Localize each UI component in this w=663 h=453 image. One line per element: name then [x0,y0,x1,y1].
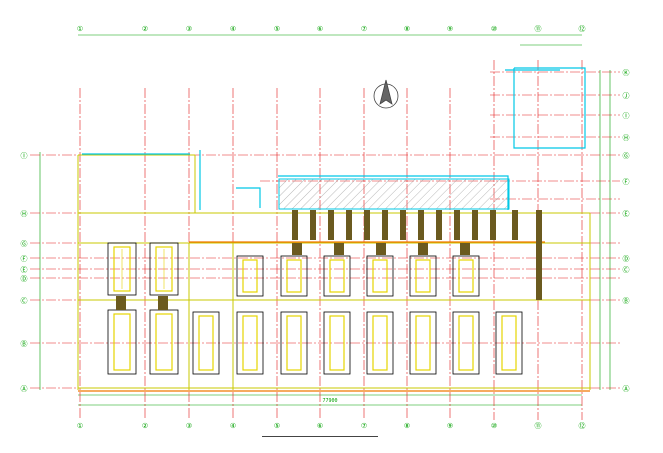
bottom-axis-bubbles: ① ② ③ ④ ⑤ ⑥ ⑦ ⑧ ⑨ ⑩ ⑪ ⑫ [77,422,586,430]
axis-label: Ⓗ [21,210,28,218]
axis-label: ⑪ [535,25,542,33]
pile-cap [280,255,308,297]
axis-label: ⑨ [447,25,453,33]
axis-label: ⑩ [491,422,497,430]
pile-cap [409,311,437,375]
pile-cap [236,311,264,375]
axis-label: Ⓒ [623,266,630,274]
pile-cap [366,311,394,375]
pile-cap [452,255,480,297]
axis-label: Ⓓ [623,255,630,263]
top-axis-bubbles: ① ② ③ ④ ⑤ ⑥ ⑦ ⑧ ⑨ ⑩ ⑪ ⑫ [77,25,586,33]
pile-cap [323,255,351,297]
axis-label: Ⓘ [21,152,28,160]
axis-label: Ⓕ [21,255,28,263]
axis-label: ② [142,25,148,33]
axis-label: Ⓗ [623,134,630,142]
axis-label: ⑤ [274,422,280,430]
axis-label: Ⓐ [623,385,630,393]
axis-label: ⑨ [447,422,453,430]
axis-label: Ⓓ [21,275,28,283]
overall-dimension: 77900 [322,398,337,404]
axis-label: Ⓑ [623,297,630,305]
axis-label: ⑦ [361,422,367,430]
pipe-lines [82,67,586,210]
axis-label: ① [77,25,83,33]
pile-cap [280,311,308,375]
right-axis-bubbles: Ⓚ Ⓙ Ⓘ Ⓗ Ⓖ Ⓕ Ⓔ Ⓓ Ⓒ Ⓑ Ⓐ [623,69,630,393]
pile-cap [192,311,220,375]
axis-label: Ⓖ [623,152,630,160]
axis-label: ⑧ [404,25,410,33]
dimension-lines [39,34,611,406]
axis-label: ⑤ [274,25,280,33]
axis-label: Ⓔ [21,266,28,274]
pile-caps-upper [107,242,480,297]
pile-cap [149,242,179,296]
pile-cap [323,311,351,375]
drawing-subtitle [262,436,378,438]
pile-cap [452,311,480,375]
left-axis-bubbles: Ⓘ Ⓗ Ⓖ Ⓕ Ⓔ Ⓓ Ⓒ Ⓑ Ⓐ [21,152,28,393]
axis-label: Ⓙ [623,92,630,100]
axis-label: ⑫ [579,422,586,430]
axis-label: ① [77,422,83,430]
axis-label: Ⓑ [21,340,28,348]
columns [116,210,542,310]
axis-label: ③ [186,25,192,33]
hatched-slab-area [278,178,510,210]
axis-label: ⑧ [404,422,410,430]
axis-label: Ⓒ [21,297,28,305]
pile-cap [495,311,523,375]
pile-cap [366,255,394,297]
pile-cap [107,242,137,296]
axis-label: Ⓕ [623,178,630,186]
axis-label: ⑥ [317,25,323,33]
axis-label: Ⓘ [623,112,630,120]
axis-label: ⑥ [317,422,323,430]
axis-label: Ⓚ [623,69,630,77]
axis-label: ③ [186,422,192,430]
axis-label: ④ [230,25,236,33]
axis-label: ④ [230,422,236,430]
pile-caps-lower [107,309,523,375]
axis-label: ② [142,422,148,430]
pile-cap [236,255,264,297]
pile-cap [409,255,437,297]
axis-label: Ⓔ [623,210,630,218]
axis-label: ⑦ [361,25,367,33]
axis-label: ⑩ [491,25,497,33]
axis-label: Ⓖ [21,240,28,248]
axis-label: ⑪ [535,422,542,430]
axis-label: ⑫ [579,25,586,33]
axis-label: Ⓐ [21,385,28,393]
north-arrow-icon [373,79,399,109]
